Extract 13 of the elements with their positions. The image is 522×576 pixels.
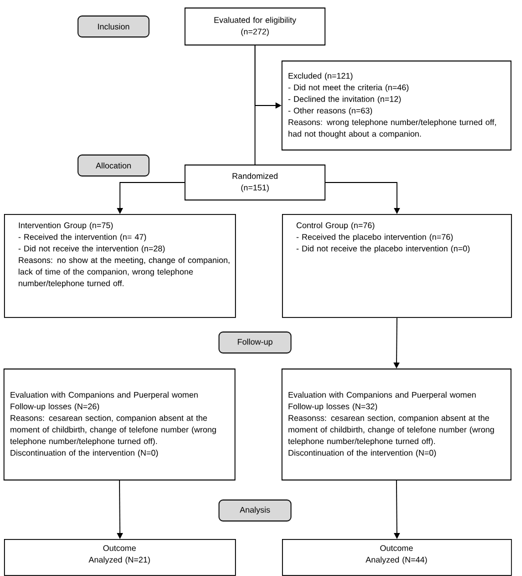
- stage-label: Analysis: [218, 500, 292, 522]
- process-box: Outcome Analyzed (N=44): [282, 539, 512, 576]
- process-box: Control Group (n=76) - Received the placebo intervention (n=76) - Did not receive the placebo intervention (n=0): [282, 214, 512, 318]
- process-box: Randomized (n=151): [184, 164, 326, 200]
- process-box: Intervention Group (n=75) - Received the intervention (n= 47) - Did not receive the intervention (n=28) Reasons: no show at the meeting, change of companion, lack of time of the companion, wrong telephone number/telephone turned off.: [4, 214, 236, 318]
- stage-label: Allocation: [78, 154, 150, 176]
- stage-label: Follow-up: [218, 332, 292, 354]
- process-box: Excluded (n=121) - Did not meet the criteria (n=46) - Declined the invitation (n=12) - Other reasons (n=63) Reasons: wrong telephone number/telephone turned off, had not thought about a companion.: [282, 60, 512, 150]
- process-box: Evaluated for eligibility (n=272): [184, 8, 326, 46]
- process-box: Outcome Analyzed (N=21): [4, 539, 236, 576]
- process-box: Evaluation with Companions and Puerperal women Follow-up losses (N=32) Reasonss: cesarean section, companion absent at the moment of childbirth, change of telefone number (wrong telephone number/telephone turned off). Discontinuation of the intervention (N=0): [282, 368, 512, 480]
- stage-label: Inclusion: [78, 16, 150, 38]
- process-box: Evaluation with Companions and Puerperal women Follow-up losses (N=26) Reasons: cesarean section, companion absent at the moment of childbirth, change of telefone number (wrong telephone number/telephone turned off). Discontinuation of the intervention (N=0): [4, 368, 236, 480]
